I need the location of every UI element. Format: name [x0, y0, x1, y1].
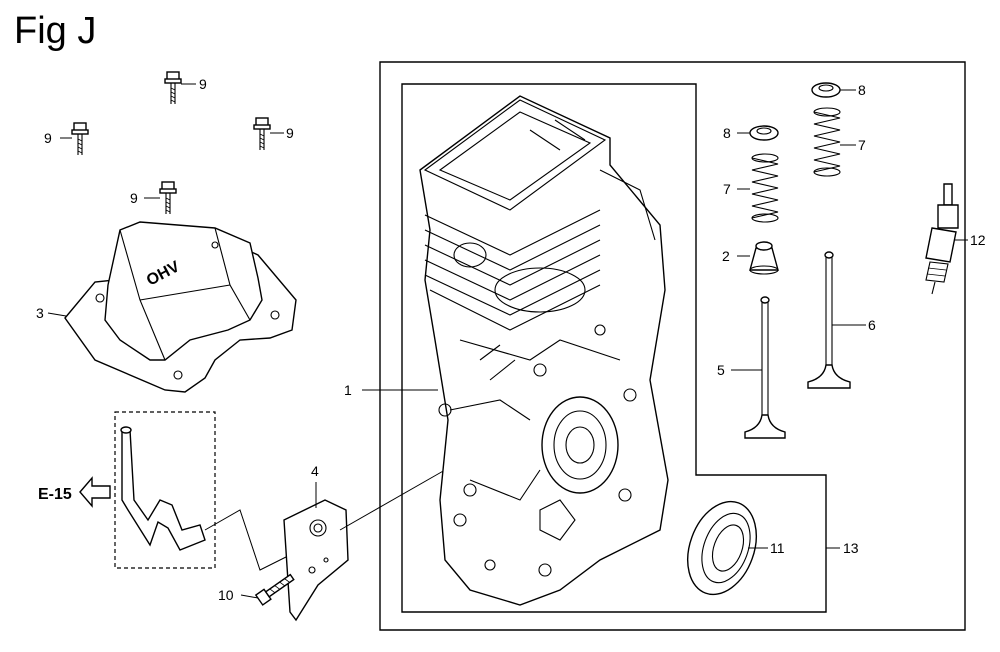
- bolt-9-lower: [159, 181, 177, 214]
- callout-7-upper: 7: [858, 137, 866, 153]
- callout-12: 12: [970, 232, 986, 248]
- valve-spring-7-upper: [813, 107, 856, 177]
- valve-cover-3: OHV: [47, 221, 297, 393]
- bolt-9-right: [253, 117, 271, 150]
- callout-labels: 1 2 3 4 5 6 7 7 8 8 9 9 9 9 10 11 12 13: [36, 76, 986, 603]
- assembly-13-frame: [401, 83, 827, 613]
- callout-7-lower: 7: [723, 181, 731, 197]
- breather-tube-group: [114, 411, 301, 571]
- bolt-10: [254, 573, 295, 606]
- callout-9-left: 9: [44, 130, 52, 146]
- bolt-9-left: [71, 122, 89, 155]
- callout-6: 6: [868, 317, 876, 333]
- valve-retainer-8-upper: [811, 82, 856, 98]
- callout-9-lower: 9: [130, 190, 138, 206]
- exhaust-valve-6: [807, 251, 866, 389]
- callout-1: 1: [344, 382, 352, 398]
- callout-8-upper: 8: [858, 82, 866, 98]
- intake-valve-5: [731, 296, 786, 439]
- callout-13: 13: [843, 540, 859, 556]
- figure-title: Fig J: [14, 10, 97, 52]
- group-frame: [379, 61, 966, 631]
- reference-label: E-15: [38, 486, 72, 503]
- valve-retainer-8-lower: [737, 125, 779, 141]
- plate-4: [283, 469, 446, 622]
- spark-plug-12: [925, 183, 968, 295]
- cylinder-block-1: [362, 95, 669, 606]
- callout-2: 2: [722, 248, 730, 264]
- valve-stem-seal-2: [737, 241, 779, 275]
- callout-3: 3: [36, 305, 44, 321]
- callout-9-top: 9: [199, 76, 207, 92]
- callout-5: 5: [717, 362, 725, 378]
- callout-9-right: 9: [286, 125, 294, 141]
- callout-10: 10: [218, 587, 234, 603]
- callout-4: 4: [311, 463, 319, 479]
- valve-spring-7-lower: [737, 153, 779, 223]
- oil-seal-11: [687, 500, 768, 596]
- bolt-group: [60, 71, 284, 214]
- reference-arrow-e15: E-15: [38, 476, 111, 508]
- assembly-1-frame: [379, 61, 966, 631]
- bolt-9-top: [164, 71, 182, 104]
- callout-11: 11: [770, 540, 785, 556]
- callout-8-lower: 8: [723, 125, 731, 141]
